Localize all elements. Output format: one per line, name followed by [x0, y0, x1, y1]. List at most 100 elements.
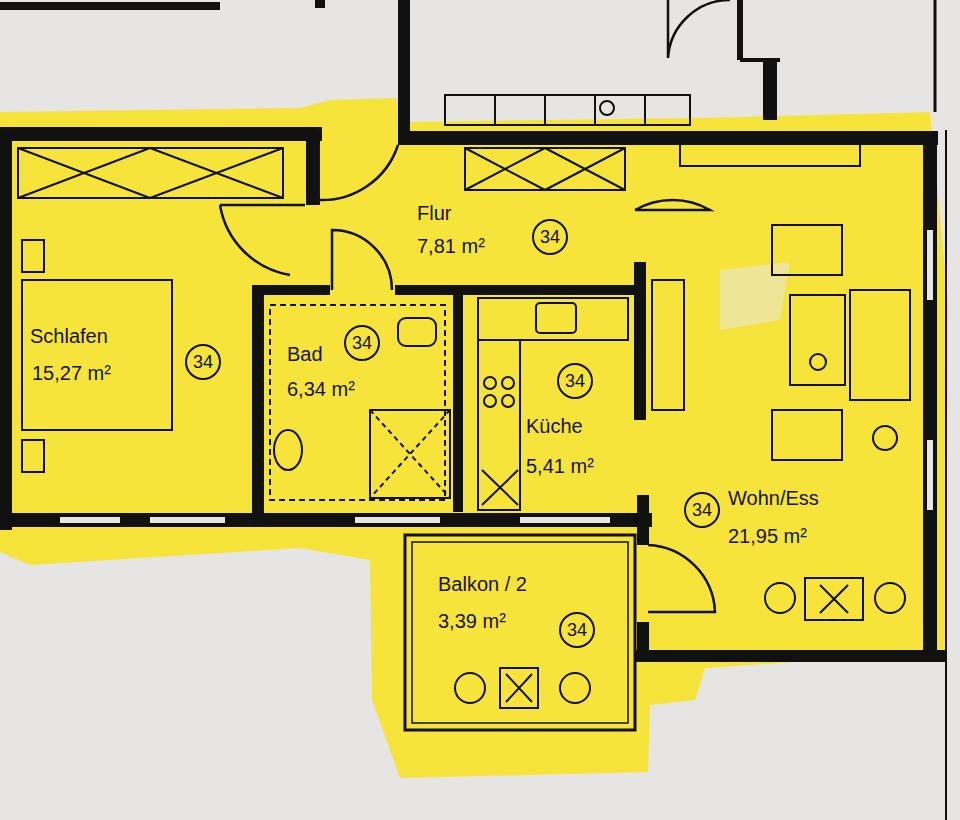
room-name: Flur	[415, 202, 453, 224]
facade-line	[945, 130, 947, 820]
unit-number: 34	[565, 372, 585, 390]
wall	[0, 127, 322, 141]
wall	[763, 60, 777, 120]
highlight-gap	[720, 262, 790, 330]
table	[500, 668, 538, 708]
door-arc	[668, 0, 730, 58]
sink	[536, 303, 576, 333]
wall	[637, 495, 649, 545]
coffee-table	[790, 295, 845, 385]
room-area: Balkon / 2 3,39 m² 34	[412, 542, 628, 723]
wall	[636, 650, 946, 662]
unit-number-circle: 34	[185, 344, 221, 380]
meter	[600, 101, 614, 115]
window	[150, 517, 225, 523]
unit-number: 34	[567, 621, 587, 639]
room-area: Küche 5,41 m² 34	[466, 296, 634, 506]
toilet	[398, 318, 436, 346]
door-arc	[332, 230, 392, 290]
window	[60, 517, 120, 523]
furniture	[18, 142, 910, 708]
basin	[274, 430, 302, 470]
room-area-size: 6,34 m²	[285, 378, 357, 400]
unit-number-circle: 34	[684, 492, 720, 528]
wall	[923, 138, 937, 660]
wall	[252, 285, 330, 295]
wall	[315, 0, 325, 8]
hob	[484, 377, 496, 389]
room-name: Bad	[285, 343, 325, 365]
stair	[594, 95, 596, 125]
wall	[252, 288, 264, 518]
table	[805, 578, 863, 620]
bath-area	[270, 305, 445, 500]
unit-number-circle: 34	[344, 325, 380, 361]
room-area: Wohn/Ess 21,95 m² 34	[650, 150, 922, 648]
armchair	[772, 225, 842, 275]
room-area: Flur 7,81 m² 34	[322, 150, 632, 285]
bed	[22, 280, 172, 430]
lamp	[873, 426, 897, 450]
highlight	[0, 98, 948, 778]
counter	[478, 340, 520, 510]
unit-number: 34	[540, 228, 560, 246]
doors	[220, 145, 715, 612]
room-area: Schlafen 15,27 m² 34	[18, 200, 253, 510]
nightstand	[22, 240, 44, 272]
wall	[306, 128, 320, 205]
door-arc	[648, 545, 715, 612]
table	[506, 674, 532, 702]
windows	[60, 230, 930, 520]
unit-number-circle: 34	[557, 363, 593, 399]
wall	[934, 0, 937, 112]
room-name: Wohn/Ess	[726, 487, 821, 509]
wardrobe	[465, 148, 625, 190]
wall	[740, 58, 780, 62]
sofa	[850, 290, 910, 400]
upper-units	[0, 0, 935, 140]
unit-number: 34	[352, 334, 372, 352]
counter	[478, 298, 628, 340]
chair	[765, 583, 795, 613]
door-arc	[318, 145, 398, 200]
window	[520, 517, 610, 523]
shower	[370, 410, 450, 498]
wall	[634, 262, 646, 420]
room-name: Küche	[524, 415, 585, 437]
wardrobe	[18, 148, 283, 198]
room-area-size: 15,27 m²	[30, 362, 113, 384]
door-arc	[635, 200, 710, 210]
room-name: Balkon / 2	[436, 573, 529, 595]
wall	[737, 0, 743, 60]
stair	[494, 95, 496, 125]
hob	[502, 395, 514, 407]
wall	[395, 285, 645, 295]
unit-number: 34	[692, 501, 712, 519]
armchair	[772, 410, 842, 460]
stair	[544, 95, 546, 125]
wardrobe	[18, 148, 283, 198]
room-area-size: 3,39 m²	[436, 610, 508, 632]
room-area-size: 5,41 m²	[524, 455, 596, 477]
shower	[370, 410, 450, 498]
shelf	[652, 280, 684, 410]
chair	[560, 673, 590, 703]
room-area: Bad 6,34 m² 34	[265, 300, 453, 505]
wall	[453, 290, 463, 512]
wall	[0, 513, 652, 527]
window	[927, 230, 933, 300]
stair	[644, 95, 646, 125]
wall	[0, 134, 12, 530]
room-area-size: 7,81 m²	[415, 235, 487, 257]
window	[927, 440, 933, 510]
room-name: Schlafen	[28, 325, 110, 347]
wall	[0, 2, 220, 10]
unit-number-circle: 34	[559, 612, 595, 648]
table	[820, 585, 848, 613]
hob	[502, 377, 514, 389]
unit-number: 34	[193, 353, 213, 371]
room-area-size: 21,95 m²	[726, 525, 809, 547]
